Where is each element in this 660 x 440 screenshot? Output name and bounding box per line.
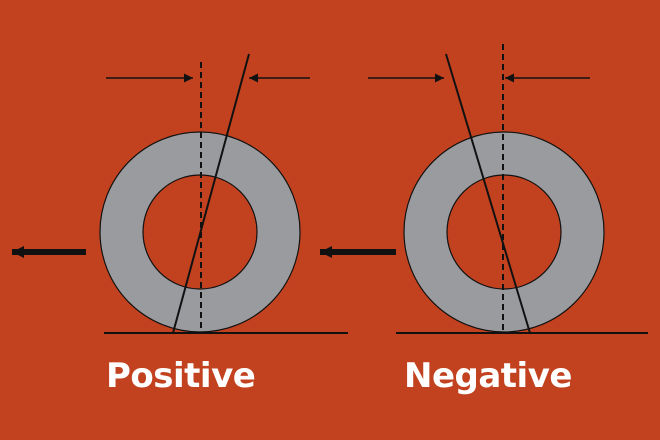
negative-camber-diagram	[320, 44, 648, 334]
negative-camber-axis-line	[445, 53, 531, 334]
positive-camber-axis-line	[172, 53, 250, 334]
positive-camber-diagram	[12, 53, 348, 334]
negative-wheel-hub	[446, 174, 562, 290]
negative-label: Negative	[404, 356, 572, 396]
positive-label: Positive	[106, 356, 256, 396]
